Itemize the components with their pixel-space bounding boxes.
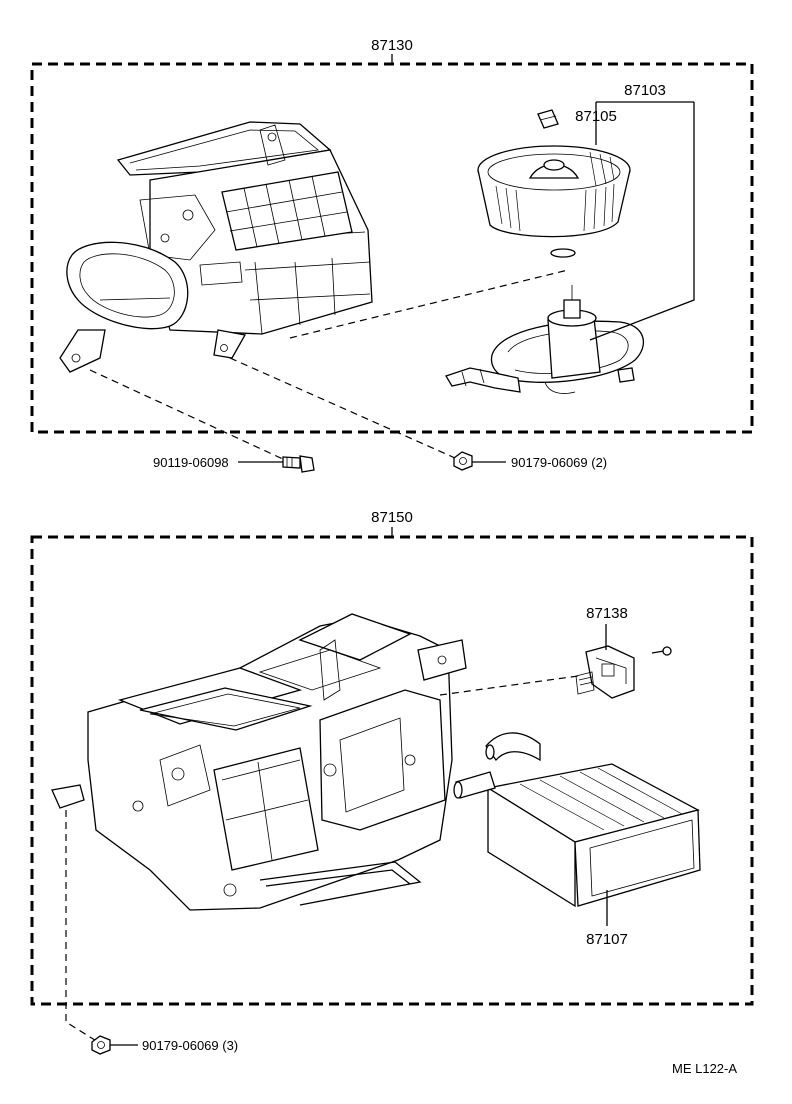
blower-case-drawing	[59, 121, 373, 373]
nut-upper-icon	[453, 451, 473, 471]
label-87103: 87103	[624, 82, 666, 99]
label-90179-06069-3: 90179-06069 (3)	[142, 1038, 238, 1053]
blower-resistor-drawing	[575, 645, 635, 699]
label-87105: 87105	[575, 108, 617, 125]
intake-grid	[221, 171, 353, 251]
label-87150: 87150	[371, 509, 413, 526]
outlet-duct	[66, 241, 189, 330]
page-code: ME L122-A	[672, 1061, 737, 1076]
heater-core-drawing	[453, 732, 701, 908]
nut-lower-icon	[91, 1035, 111, 1055]
label-87130: 87130	[371, 37, 413, 54]
blower-fan-drawing	[477, 109, 631, 258]
label-87107: 87107	[586, 931, 628, 948]
upper-section: 87130	[30, 37, 754, 473]
heater-unit-drawing	[51, 613, 467, 911]
blower-motor-drawing	[445, 285, 644, 394]
label-87138: 87138	[586, 605, 628, 622]
label-90179-06069-2: 90179-06069 (2)	[511, 455, 607, 470]
screw-resistor-icon	[651, 646, 672, 656]
bolt-upper-icon	[282, 455, 315, 473]
label-90119-06098: 90119-06098	[153, 455, 229, 470]
lower-section: 87150	[30, 509, 754, 1055]
